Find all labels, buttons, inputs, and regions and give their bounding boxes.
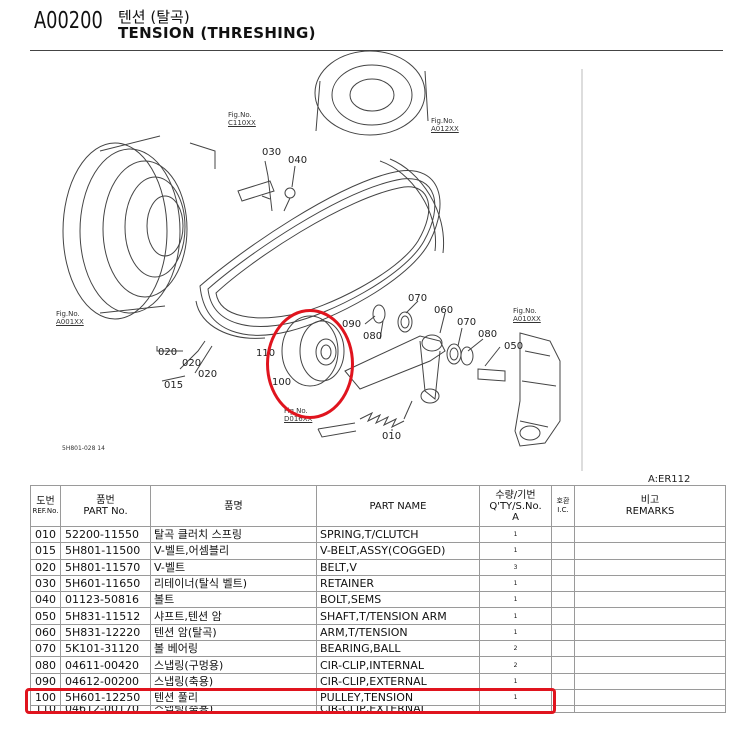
callout-110: 110 bbox=[256, 348, 276, 359]
fig-ref-a012: Fig.No. A012XX bbox=[431, 117, 459, 133]
fig-ref-a001: Fig.No. A001XX bbox=[56, 310, 84, 326]
section-title-english: TENSION (THRESHING) bbox=[118, 24, 316, 42]
table-row: 020 5H801-11570 V-벨트 BELT,V 3 bbox=[30, 558, 726, 576]
callout-030: 030 bbox=[262, 147, 282, 158]
sheet-id: A:ER112 bbox=[648, 474, 691, 485]
table-row: 070 5K101-31120 볼 베어링 BEARING,BALL 2 bbox=[30, 640, 726, 658]
table-row-partial: 110 04612-00170 스냅링(축용) CIR-CLIP,EXTERNA… bbox=[30, 705, 726, 714]
table-row: 030 5H601-11650 리테이너(탈식 벨트) RETAINER 1 bbox=[30, 574, 726, 593]
callout-050: 050 bbox=[504, 341, 524, 352]
col-part-name: PART NAME bbox=[316, 485, 480, 527]
callout-010: 010 bbox=[382, 431, 402, 442]
page-header: A00200 텐션 (탈곡) TENSION (THRESHING) bbox=[0, 0, 739, 50]
callout-040: 040 bbox=[288, 155, 308, 166]
table-row: 050 5H831-11512 샤프트,텐션 암 SHAFT,T/TENSION… bbox=[30, 607, 726, 625]
exploded-view-drawing bbox=[62, 51, 583, 471]
callout-015: 015 bbox=[164, 380, 184, 391]
table-row: 010 52200-11550 탈곡 클러치 스프링 SPRING,T/CLUT… bbox=[30, 525, 726, 544]
fig-ref-a010: Fig.No. A010XX bbox=[513, 307, 541, 323]
highlight-box-row-100 bbox=[25, 688, 556, 714]
table-row: 060 5H831-12220 텐션 암(탈곡) ARM,T/TENSION 1 bbox=[30, 623, 726, 642]
table-row: 015 5H801-11500 V-벨트,어셈블리 V-BELT,ASSY(CO… bbox=[30, 542, 726, 560]
callout-070b: 070 bbox=[457, 317, 477, 328]
col-name-kr: 품명 bbox=[150, 485, 317, 527]
callout-020c: 020 bbox=[198, 369, 218, 380]
parts-diagram: Fig.No. C110XX Fig.No. A012XX Fig.No. A0… bbox=[0, 51, 739, 476]
section-title-korean: 텐션 (탈곡) bbox=[118, 8, 190, 26]
callout-070: 070 bbox=[408, 293, 428, 304]
callout-060: 060 bbox=[434, 305, 454, 316]
drawing-id: 5H801-028 14 bbox=[62, 445, 105, 452]
callout-020a: 020 bbox=[158, 347, 178, 358]
highlight-circle-pulley bbox=[266, 309, 354, 419]
callout-080: 080 bbox=[363, 331, 383, 342]
table-row: 080 04611-00420 스냅링(구멍용) CIR-CLIP,INTERN… bbox=[30, 656, 726, 674]
callout-090: 090 bbox=[342, 319, 362, 330]
header-divider bbox=[30, 50, 723, 51]
table-row-highlighted: 100 5H601-12250 텐션 풀리 PULLEY,TENSION 1 bbox=[30, 688, 726, 707]
callout-020b: 020 bbox=[182, 358, 202, 369]
callout-080b: 080 bbox=[478, 329, 498, 340]
fig-ref-c110: Fig.No. C110XX bbox=[228, 111, 256, 127]
section-code: A00200 bbox=[34, 8, 103, 34]
table-row: 040 01123-50816 볼트 BOLT,SEMS 1 bbox=[30, 591, 726, 609]
